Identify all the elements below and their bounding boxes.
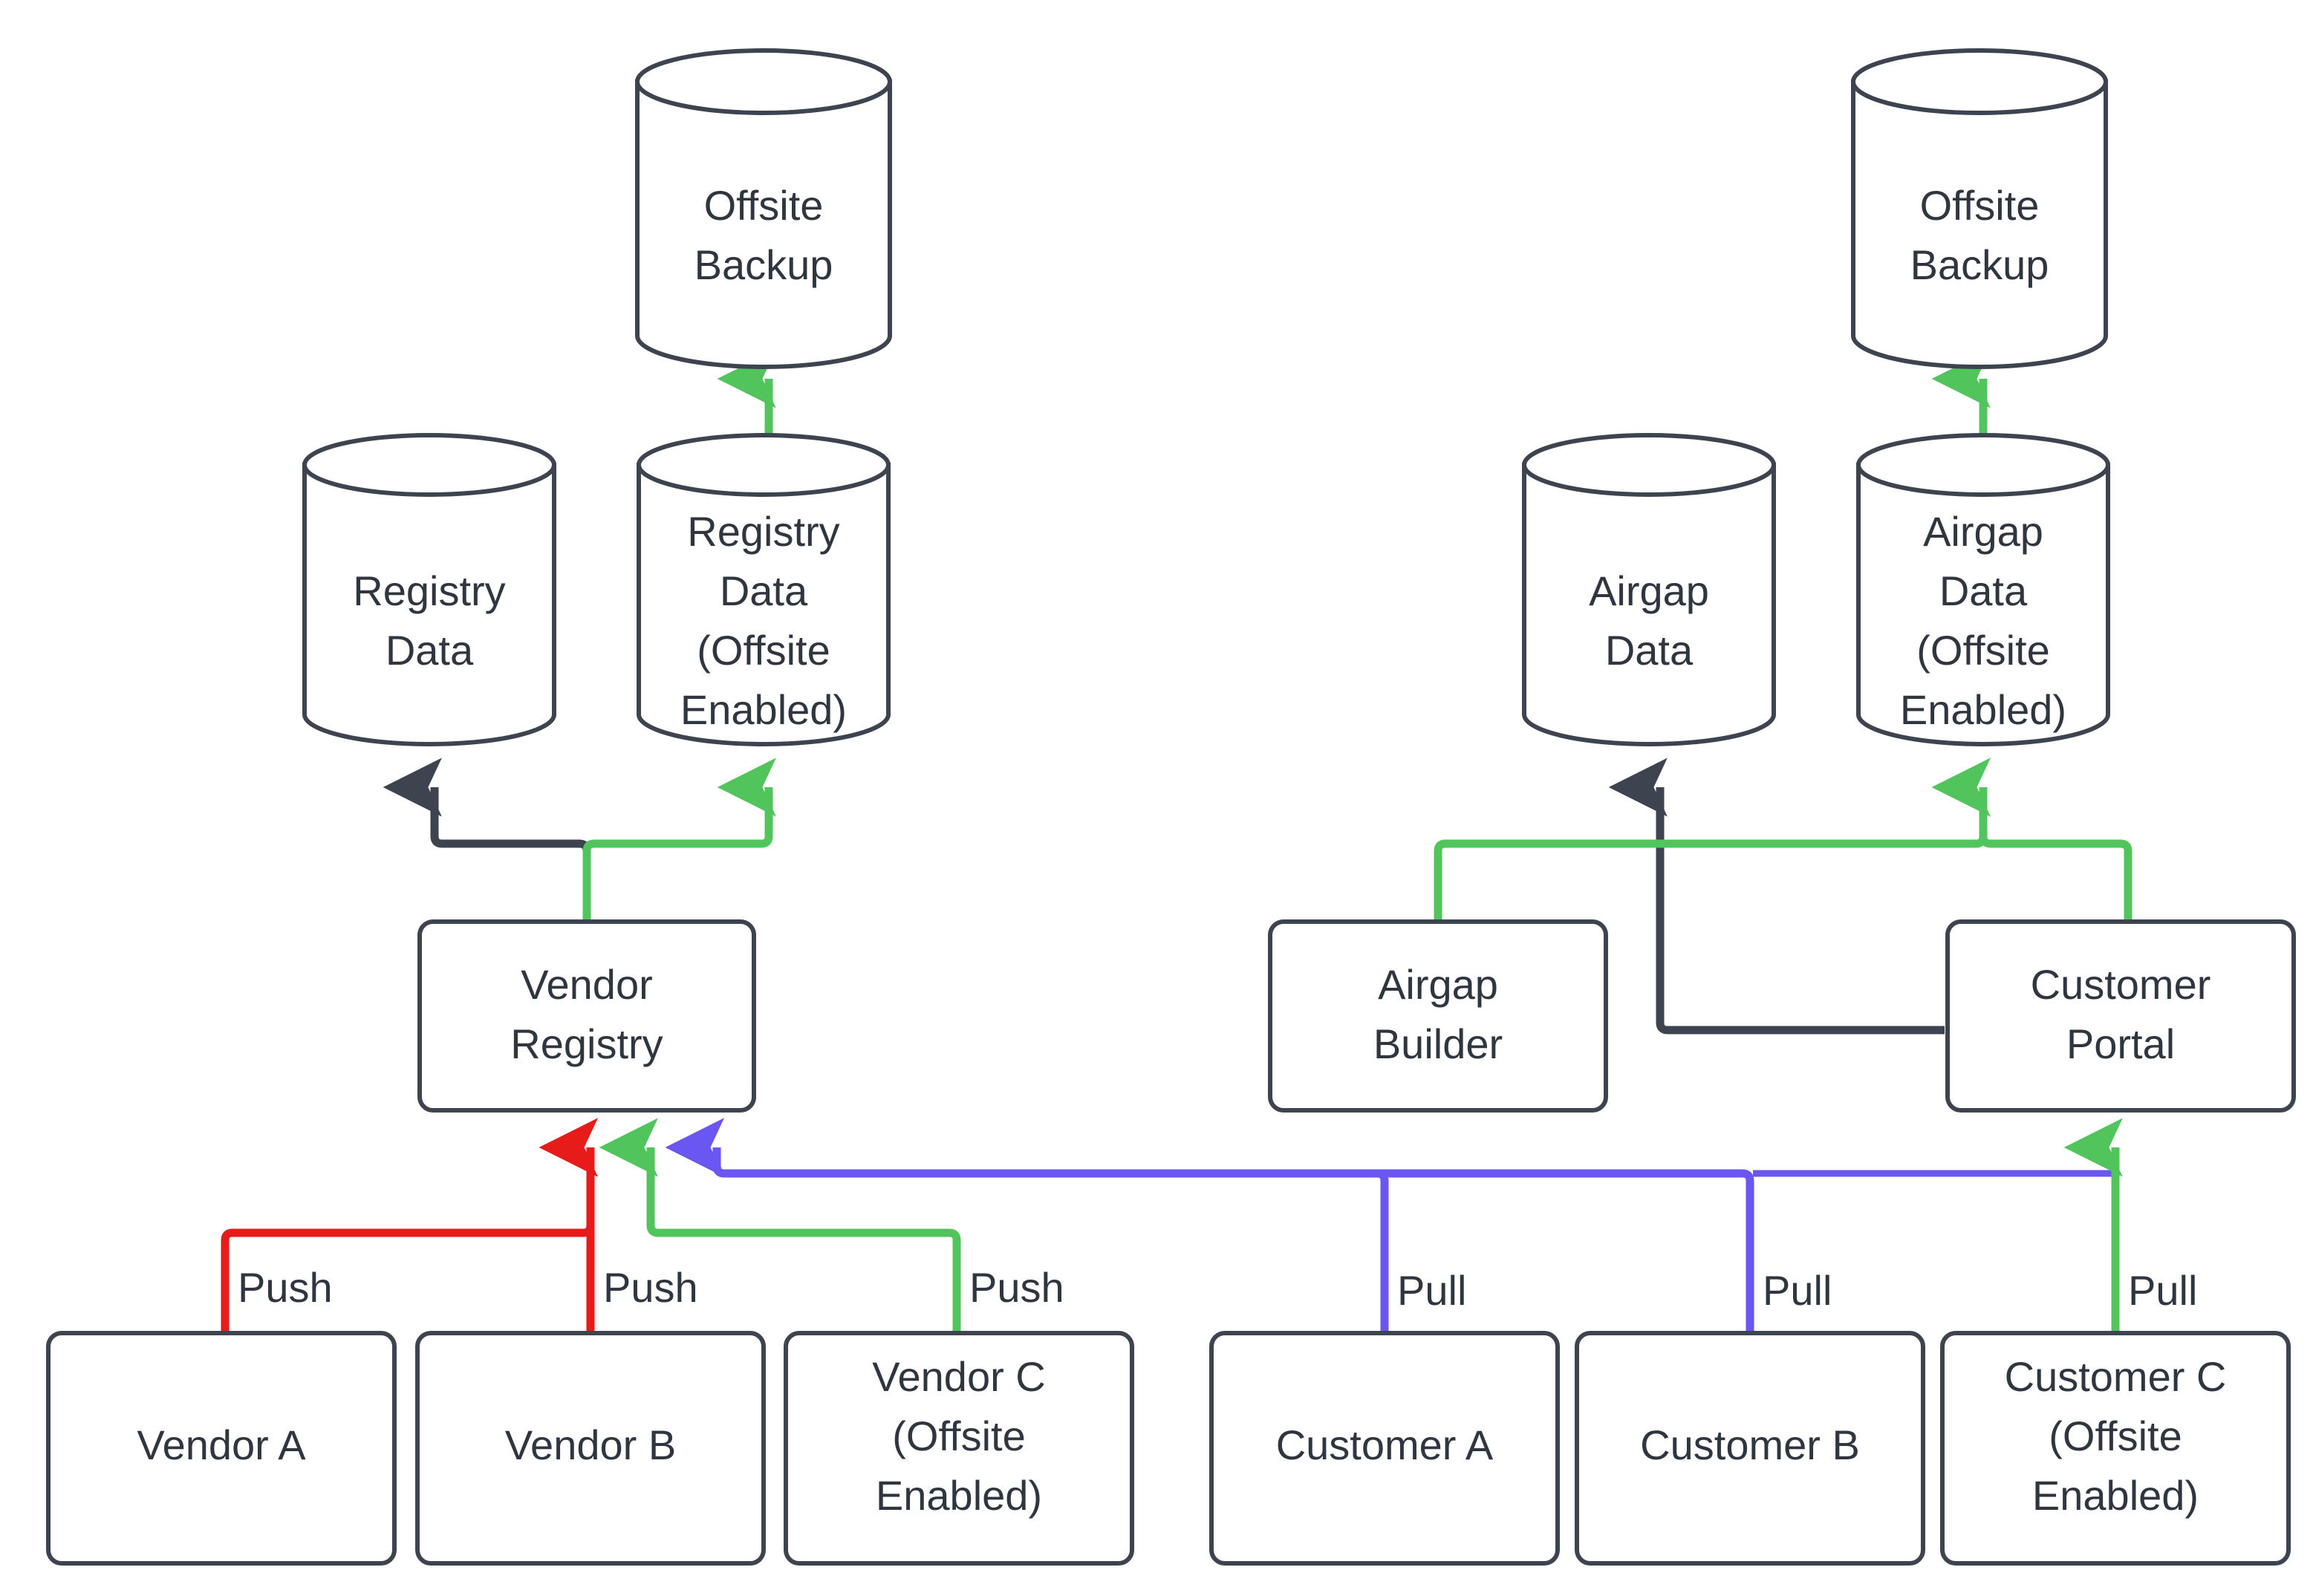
node-label: Customer — [2031, 961, 2211, 1008]
edge-label-pull-a: Pull — [1397, 1267, 1466, 1314]
node-registry-data[interactable]: Registry Data — [302, 433, 556, 746]
edge-airgap-builder-to-airgap-data-offsite — [1434, 758, 1991, 919]
node-customer-b[interactable]: Customer B — [1575, 1331, 1925, 1566]
node-label: Registry — [510, 1020, 663, 1067]
node-offsite-backup-left[interactable]: Offsite Backup — [635, 48, 892, 369]
edge-vendor-registry-to-registry-data-offsite — [582, 758, 776, 919]
edge-customer-b-to-vendor-registry — [665, 1118, 1754, 1333]
node-offsite-backup-right[interactable]: Offsite Backup — [1851, 48, 2108, 369]
node-vendor-c[interactable]: Vendor C (Offsite Enabled) — [784, 1331, 1134, 1566]
node-label: Airgap — [1378, 961, 1498, 1008]
node-label: Offsite — [704, 182, 824, 229]
node-label: Registry — [687, 508, 839, 555]
node-label: Portal — [2066, 1020, 2175, 1067]
edge-vendor-registry-to-registry-data — [383, 758, 591, 919]
edge-vendor-c-to-vendor-registry — [599, 1118, 961, 1333]
node-label: Vendor A — [137, 1421, 306, 1468]
node-label: Vendor C — [872, 1353, 1046, 1400]
node-vendor-registry[interactable]: Vendor Registry — [417, 919, 756, 1113]
node-label: Vendor — [521, 961, 653, 1008]
node-airgap-data[interactable]: Airgap Data — [1522, 433, 1776, 746]
node-label: Backup — [1910, 241, 2049, 288]
node-label: (Offsite — [2049, 1413, 2182, 1459]
edge-label-pull-b: Pull — [1763, 1267, 1832, 1314]
node-label: (Offsite — [1916, 627, 2049, 674]
node-label: Data — [720, 567, 808, 614]
edge-label-layer: Push Push Push Pull Pull Pull — [238, 1264, 2197, 1314]
node-label: Customer A — [1276, 1421, 1494, 1468]
edge-label-push-c: Push — [969, 1264, 1064, 1311]
node-label: Enabled) — [2032, 1472, 2199, 1519]
node-label: Customer C — [2005, 1353, 2227, 1400]
node-label: Customer B — [1640, 1421, 1860, 1468]
edge-layer — [221, 349, 2133, 1333]
node-label: Data — [386, 627, 474, 674]
node-label: Vendor B — [505, 1421, 676, 1468]
node-label: Airgap — [1923, 508, 2043, 555]
node-label: Builder — [1373, 1020, 1503, 1067]
node-customer-a[interactable]: Customer A — [1209, 1331, 1560, 1566]
node-label: Enabled) — [680, 686, 847, 733]
edge-label-push-a: Push — [238, 1264, 333, 1311]
node-customer-portal[interactable]: Customer Portal — [1945, 919, 2296, 1113]
node-label: (Offsite — [697, 627, 830, 674]
node-label: Enabled) — [1900, 686, 2066, 733]
edge-customer-portal-to-airgap-data-offsite — [1931, 758, 2133, 919]
node-label: (Offsite — [892, 1413, 1025, 1459]
edge-label-push-b: Push — [603, 1264, 698, 1311]
node-label: Backup — [694, 241, 833, 288]
node-label: Registry — [353, 567, 505, 614]
node-label: Offsite — [1920, 182, 2040, 229]
edge-customer-portal-to-airgap-data — [1608, 758, 1945, 1035]
node-vendor-b[interactable]: Vendor B — [415, 1331, 766, 1566]
node-label: Enabled) — [876, 1472, 1042, 1519]
node-airgap-builder[interactable]: Airgap Builder — [1268, 919, 1608, 1113]
node-customer-c[interactable]: Customer C (Offsite Enabled) — [1940, 1331, 2291, 1566]
node-label: Airgap — [1589, 567, 1709, 614]
node-airgap-data-offsite[interactable]: Airgap Data (Offsite Enabled) — [1856, 433, 2110, 746]
node-vendor-a[interactable]: Vendor A — [46, 1331, 397, 1566]
node-registry-data-offsite[interactable]: Registry Data (Offsite Enabled) — [637, 433, 891, 746]
node-label: Data — [1605, 627, 1694, 674]
edge-label-pull-c: Pull — [2128, 1267, 2197, 1314]
node-label: Data — [1939, 567, 2028, 614]
